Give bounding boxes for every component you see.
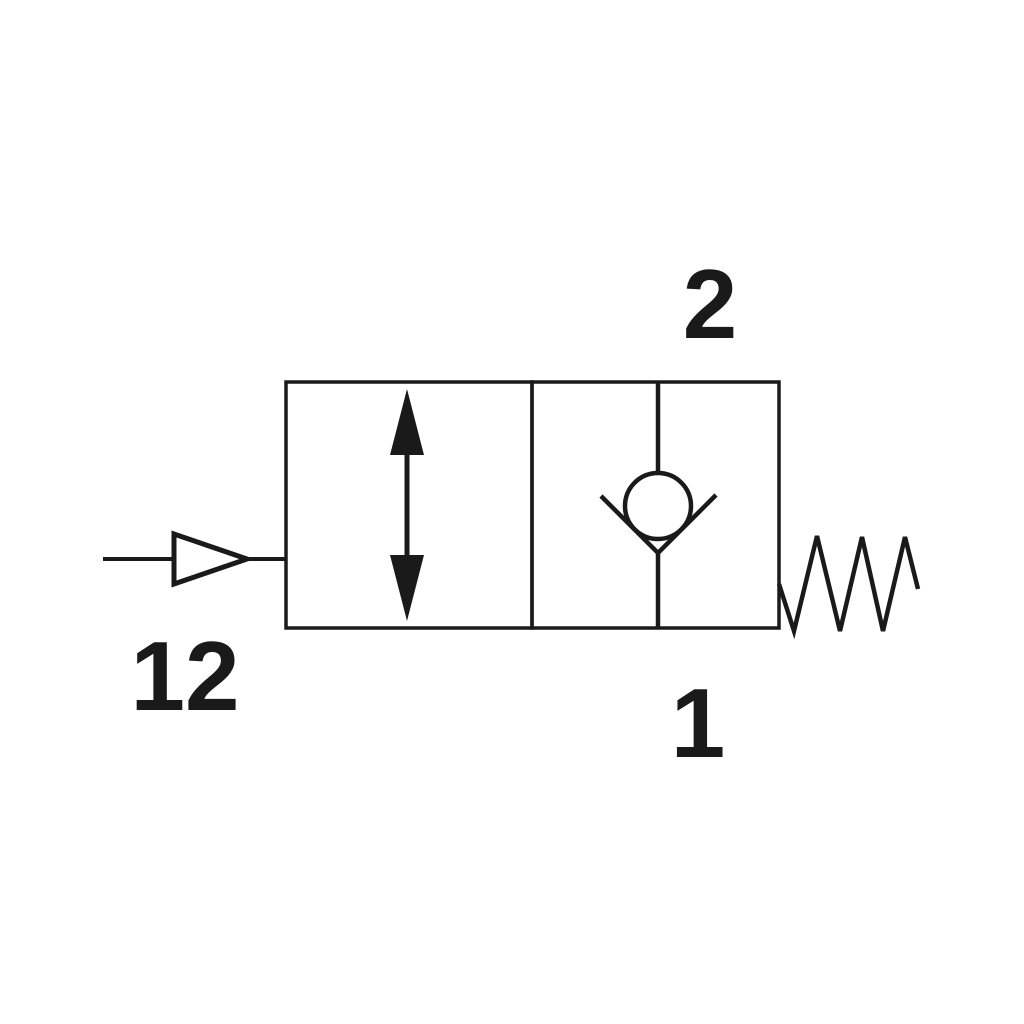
pilot-port-label: 12 <box>130 621 239 731</box>
check-valve-ball <box>622 470 694 542</box>
double-arrow-icon <box>390 389 424 621</box>
check-valve-icon <box>599 383 718 627</box>
valve-body <box>284 380 781 630</box>
port-label-bottom: 1 <box>671 668 726 778</box>
pilot-signal-line <box>103 530 286 588</box>
check-valve-seat <box>599 493 718 557</box>
return-spring-icon <box>776 535 921 640</box>
double-arrow-head-up <box>390 389 424 455</box>
pilot-triangle-icon <box>171 530 255 588</box>
valve-position-right-box <box>530 380 781 630</box>
double-arrow-head-down <box>390 555 424 621</box>
port-label-top: 2 <box>683 249 738 359</box>
